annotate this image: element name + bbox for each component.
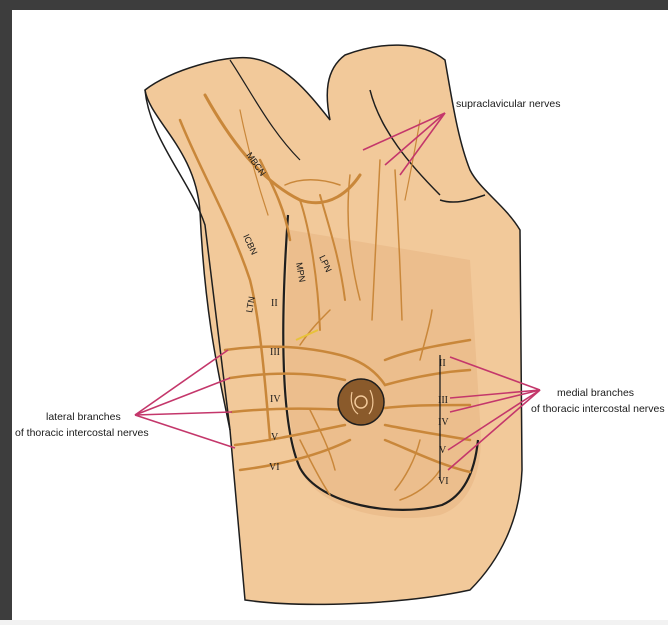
supraclavicular-label: supraclavicular nerves [456,98,560,110]
medial-numeral-vi: VI [438,476,449,487]
lateral-numeral-ii: II [271,298,278,309]
medial-numeral-ii: II [439,358,446,369]
lateral-branches-sublabel: of thoracic intercostal nerves [15,427,149,439]
lateral-numeral-iii: III [270,347,280,358]
medial-numeral-iii: III [438,395,448,406]
areola [338,379,384,425]
lateral-numeral-v: V [271,432,279,443]
lateral-numeral-vi: VI [269,462,280,473]
lateral-branches-label: lateral branches [46,411,121,423]
medial-numeral-v: V [439,445,447,456]
medial-branches-sublabel: of thoracic intercostal nerves [531,403,665,415]
medial-numeral-iv: IV [438,417,449,428]
medial-branches-label: medial branches [557,387,634,399]
lateral-numeral-iv: IV [270,394,281,405]
